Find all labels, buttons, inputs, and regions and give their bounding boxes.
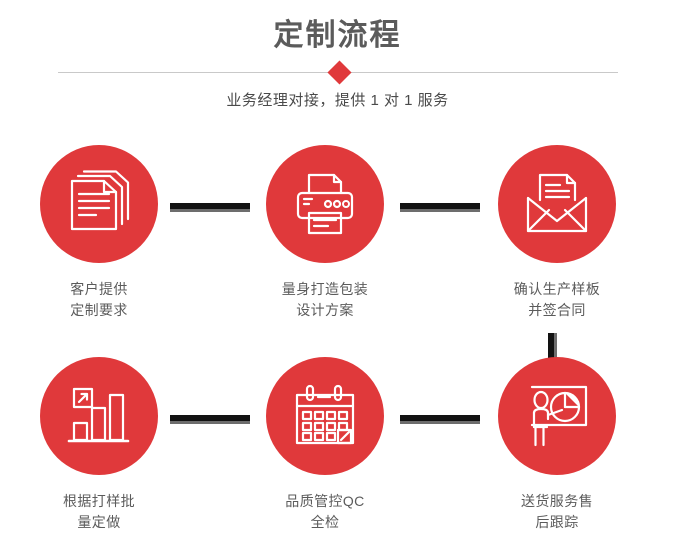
step-5-icon-circle <box>266 357 384 475</box>
diamond-icon <box>327 60 352 85</box>
process-steps-grid: 客户提供 定制要求 <box>0 125 675 550</box>
calendar-check-icon <box>290 381 360 451</box>
connector-bar <box>170 415 250 421</box>
connector-shadow <box>400 421 480 424</box>
step-3-caption: 确认生产样板 并签合同 <box>513 281 601 318</box>
connector-shadow <box>400 209 480 212</box>
connector-step4-step5 <box>170 415 250 424</box>
envelope-letter-icon <box>522 169 592 239</box>
step-3-icon-circle <box>498 145 616 263</box>
step-4-caption: 根据打样批 量定做 <box>63 493 135 530</box>
process-step-4[interactable]: 根据打样批 量定做 <box>4 357 194 533</box>
connector-shadow <box>170 421 250 424</box>
connector-step2-step3 <box>400 203 480 212</box>
connector-bar <box>170 203 250 209</box>
step-6-caption: 送货服务售 后跟踪 <box>521 493 593 530</box>
title-divider <box>58 60 618 85</box>
step-1-icon-circle <box>40 145 158 263</box>
connector-bar <box>400 203 480 209</box>
connector-bar <box>548 333 554 375</box>
connector-shadow <box>170 209 250 212</box>
page-subtitle: 业务经理对接，提供 1 对 1 服务 <box>226 92 449 109</box>
process-step-3[interactable]: 确认生产样板 并签合同 <box>462 145 652 321</box>
connector-shadow <box>554 333 557 375</box>
step-4-icon-circle <box>40 357 158 475</box>
process-step-6[interactable]: 送货服务售 后跟踪 <box>462 357 652 533</box>
connector-step3-step6 <box>548 333 557 375</box>
process-step-1[interactable]: 客户提供 定制要求 <box>4 145 194 321</box>
process-step-2[interactable]: 量身打造包装 设计方案 <box>230 145 420 321</box>
page-title: 定制流程 <box>273 19 402 52</box>
bar-chart-growth-icon <box>64 381 134 451</box>
connector-bar <box>400 415 480 421</box>
step-5-caption: 品质管控QC 全检 <box>285 493 365 530</box>
step-2-caption: 量身打造包装 设计方案 <box>281 281 369 318</box>
process-step-5[interactable]: 品质管控QC 全检 <box>230 357 420 533</box>
connector-step5-step6 <box>400 415 480 424</box>
header-section: 定制流程 业务经理对接，提供 1 对 1 服务 <box>0 0 675 125</box>
step-2-icon-circle <box>266 145 384 263</box>
step-6-icon-circle <box>498 357 616 475</box>
documents-stack-icon <box>64 169 134 239</box>
printer-icon <box>290 169 360 239</box>
presenter-piechart-icon <box>522 381 592 451</box>
connector-step1-step2 <box>170 203 250 212</box>
step-1-caption: 客户提供 定制要求 <box>70 281 128 318</box>
